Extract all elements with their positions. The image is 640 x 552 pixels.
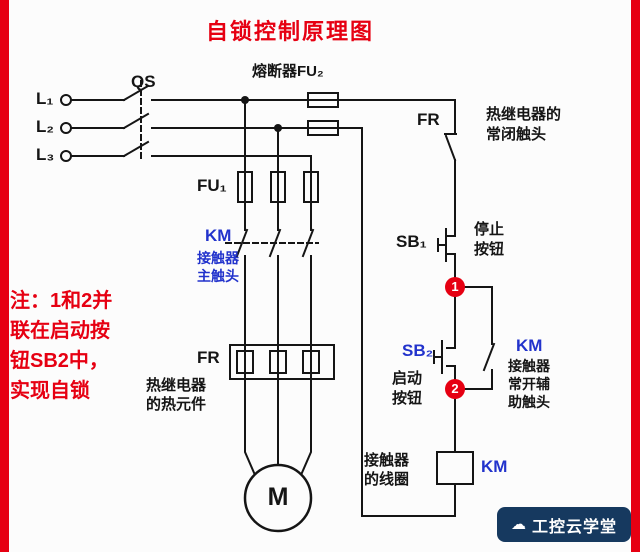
note-line-4: 实现自锁 xyxy=(10,380,90,402)
motor-feed-wires xyxy=(244,378,312,477)
sb1-desc-2: 按钮 xyxy=(474,241,505,258)
right-accent-bar xyxy=(631,0,640,552)
sb2-desc-2: 按钮 xyxy=(392,390,423,407)
junction-dots xyxy=(241,96,282,132)
km-main-label: KM xyxy=(205,226,232,245)
fr-ctrl-desc-1: 热继电器的 xyxy=(486,106,562,123)
node-2-marker: 2 xyxy=(445,379,465,399)
fr-main-desc-1: 热继电器 xyxy=(146,377,207,394)
cloud-logo-icon: ☁ xyxy=(510,516,526,533)
km-main-desc-1: 接触器 xyxy=(197,250,239,266)
km-aux-desc-2: 常开辅 xyxy=(508,376,550,392)
page-title: 自锁控制原理图 xyxy=(205,19,374,44)
note-line-2: 联在启动按 xyxy=(10,320,110,342)
km-aux-desc-3: 助触头 xyxy=(508,394,550,410)
note-line-3: 钮SB2中， xyxy=(10,350,109,372)
fu1-fuses xyxy=(237,171,319,203)
coil-desc-1: 接触器 xyxy=(364,452,410,469)
sb1-label: SB₁ xyxy=(396,232,427,251)
l3-terminal-label: L₃ xyxy=(36,145,55,164)
fr-nc-contact xyxy=(444,133,457,162)
l1-terminal-label: L₁ xyxy=(36,89,54,108)
left-accent-bar xyxy=(0,0,9,552)
fr-ctrl-label: FR xyxy=(417,110,440,129)
sb2-desc-1: 启动 xyxy=(392,370,423,387)
km-aux-desc-1: 接触器 xyxy=(508,358,550,374)
sb2-start-button xyxy=(433,340,456,374)
km-main-desc-2: 主触头 xyxy=(197,268,239,284)
power-bus-wires xyxy=(151,99,456,231)
fr-heater-elements xyxy=(229,344,335,380)
fu2-fuses xyxy=(307,92,339,136)
coil-desc-2: 的线圈 xyxy=(364,471,410,488)
km-coil-box xyxy=(436,451,474,485)
motor-circle xyxy=(243,463,313,533)
power-terminals xyxy=(60,94,72,162)
note-text: 注：1和2并 联在启动按 钮SB2中， 实现自锁 xyxy=(10,286,112,406)
motor-label: M xyxy=(267,483,289,511)
note-line-1: 注：1和2并 xyxy=(10,290,113,312)
fu1-label: FU₁ xyxy=(197,176,227,195)
fr-main-label: FR xyxy=(197,348,220,367)
qs-switch xyxy=(70,80,150,162)
sb1-desc-1: 停止 xyxy=(474,221,505,238)
node-1-marker: 1 xyxy=(445,277,465,297)
watermark-text: 工控云学堂 xyxy=(531,518,617,536)
fr-ctrl-desc-2: 常闭触头 xyxy=(486,126,547,143)
sb2-label: SB₂ xyxy=(402,341,434,360)
km-aux-contact xyxy=(482,342,496,372)
km-main-contacts xyxy=(225,228,319,380)
fr-main-desc-2: 的热元件 xyxy=(146,396,207,413)
km-aux-label: KM xyxy=(516,336,543,355)
watermark-badge: ☁ 工控云学堂 xyxy=(497,507,631,542)
l2-terminal-label: L₂ xyxy=(36,117,54,136)
qs-label: QS xyxy=(131,72,156,91)
coil-km-label: KM xyxy=(481,457,508,476)
fu2-label: 熔断器FU₂ xyxy=(252,63,324,80)
sb1-stop-button xyxy=(437,228,456,262)
